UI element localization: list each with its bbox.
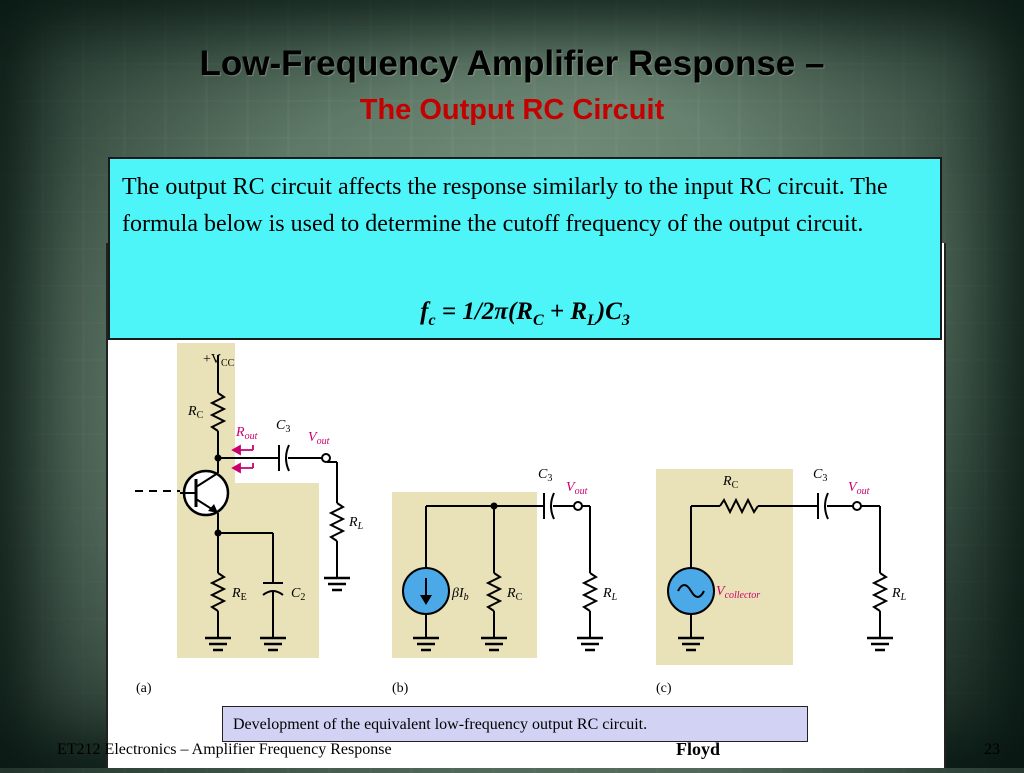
explanation-box: The output RC circuit affects the respon… — [108, 157, 942, 340]
panel-c-output-terminal — [852, 501, 862, 511]
footer-course: ET212 Electronics – Amplifier Frequency … — [57, 741, 392, 758]
label-c2: C2 — [291, 586, 305, 603]
ground-icon — [481, 636, 507, 652]
current-source-icon — [402, 567, 450, 615]
label-rout: Rout — [235, 425, 258, 442]
circuit-diagram: +VCC RC Rout C3 Vout RL RE C2 (a) — [135, 343, 907, 696]
label-rl-c: RL — [891, 586, 907, 603]
label-rc-c: RC — [722, 474, 739, 491]
panel-a-label: (a) — [136, 681, 152, 696]
ground-icon — [260, 636, 286, 652]
label-vcc: +VCC — [203, 352, 235, 369]
ground-icon — [324, 576, 350, 592]
panel-c-bg — [656, 469, 793, 665]
label-rc-b: RC — [506, 586, 523, 603]
panel-c-wires — [690, 492, 889, 638]
slide-subtitle: The Output RC Circuit — [359, 94, 665, 126]
label-rc-a: RC — [187, 404, 204, 421]
label-c3-a: C3 — [276, 418, 290, 435]
footer-author: Floyd — [676, 739, 721, 759]
ground-icon — [867, 636, 893, 652]
ground-icon — [205, 636, 231, 652]
slide-title: Low-Frequency Amplifier Response – — [199, 44, 825, 83]
panel-a-output-terminal — [321, 453, 331, 463]
ground-icon — [413, 636, 439, 652]
panel-c-label: (c) — [656, 681, 672, 696]
label-re: RE — [231, 586, 247, 603]
panel-b-label: (b) — [392, 681, 409, 696]
label-rl-a: RL — [348, 515, 364, 532]
cutoff-formula: fc = 1/2π(RC + RL)C3 — [420, 298, 630, 329]
panel-b-node — [490, 502, 498, 510]
label-beta-ib: βIb — [451, 586, 469, 603]
ac-source-icon — [667, 567, 715, 615]
label-vcollector: Vcollector — [716, 584, 760, 601]
page-number: 23 — [984, 741, 1000, 758]
label-c3-b: C3 — [538, 467, 552, 484]
explanation-text: The output RC circuit affects the respon… — [122, 174, 888, 237]
label-vout-b: Vout — [566, 480, 588, 497]
label-c3-c: C3 — [813, 467, 827, 484]
ground-icon — [678, 636, 704, 652]
label-rl-b: RL — [602, 586, 618, 603]
label-vout-a: Vout — [308, 430, 330, 447]
transistor-icon — [180, 458, 230, 533]
panel-b-output-terminal — [573, 501, 583, 511]
ground-icon — [577, 636, 603, 652]
rout-arrows-icon — [231, 444, 254, 474]
label-vout-c: Vout — [848, 480, 870, 497]
panel-b-wires — [425, 492, 599, 638]
figure-caption: Development of the equivalent low-freque… — [222, 706, 808, 742]
